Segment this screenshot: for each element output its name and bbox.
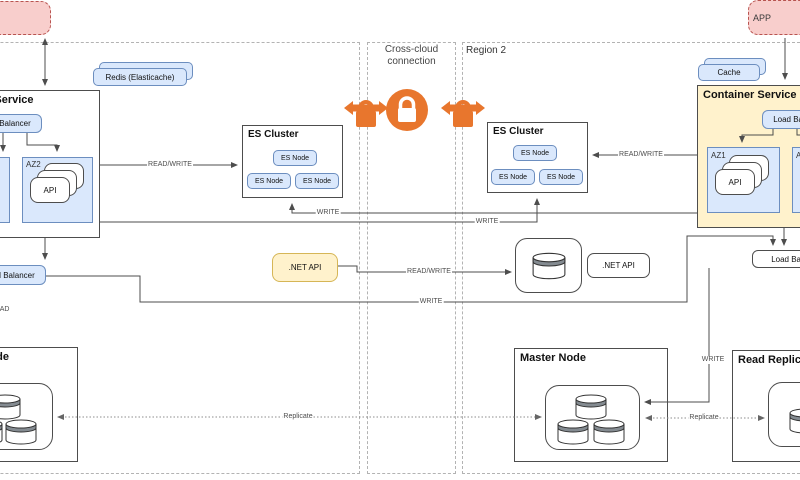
edge-label-write: WRITE <box>315 209 341 217</box>
edge-label-read: READ <box>0 306 11 314</box>
app-label: APP <box>753 12 772 23</box>
az1-zone-left <box>0 157 10 223</box>
database-icon <box>0 421 3 443</box>
vpn-lock-icon <box>441 100 485 127</box>
es-node: ES Node <box>491 169 535 185</box>
secure-lock-icon <box>386 89 428 131</box>
az2-left-label: AZ2 <box>26 160 41 169</box>
dotnet-api-left: .NET API <box>272 253 338 282</box>
edge-label-read-write: READ/WRITE <box>147 161 193 169</box>
es-node: ES Node <box>295 173 339 189</box>
container-service-left-title: Container Service <box>0 94 34 106</box>
db-load-balancer-left: Load Balancer <box>0 265 46 285</box>
az2-zone-right <box>792 147 800 213</box>
es-node: ES Node <box>539 169 583 185</box>
region-2-label: Region 2 <box>466 45 507 56</box>
database-icon <box>789 408 800 434</box>
dotnet-api-right: .NET API <box>587 253 650 278</box>
edge-label-write: WRITE <box>418 298 444 306</box>
master-node-left-title: Master Node <box>0 351 10 363</box>
edge-label-read-write: READ/WRITE <box>618 151 664 159</box>
database-icon <box>593 419 625 445</box>
container-service-right-title: Container Service <box>703 89 797 101</box>
api-label: API <box>715 169 755 195</box>
database-icon <box>575 394 607 420</box>
api-stack-left: API <box>30 163 84 203</box>
database-icon <box>0 394 21 420</box>
edge-label-write: WRITE <box>700 356 726 364</box>
database-icon <box>532 252 566 280</box>
load-balancer-right-app: Load Balancer <box>762 110 800 129</box>
app-box-right: APP <box>748 0 800 35</box>
api-stack-right: API <box>715 155 769 195</box>
redis-label: Redis (Elasticache) <box>93 68 187 86</box>
edge-label-write: WRITE <box>474 218 500 226</box>
edge-label-replicate: Replicate <box>282 413 314 421</box>
es-cluster-right-title: ES Cluster <box>493 126 544 137</box>
cache-label: Cache <box>698 64 760 81</box>
db-load-balancer-right: Load Balancer <box>752 250 800 268</box>
database-icon <box>557 419 589 445</box>
vpn-lock-icon <box>344 100 388 127</box>
az1-right-label: AZ1 <box>711 151 726 160</box>
es-node: ES Node <box>247 173 291 189</box>
app-box-left <box>0 1 51 35</box>
edge-label-replicate: Replicate <box>688 414 720 422</box>
database-icon <box>5 419 37 445</box>
redis-elasticache-box: Redis (Elasticache) <box>93 62 193 86</box>
es-node: ES Node <box>513 145 557 161</box>
read-replica-title: Read Replica <box>738 354 800 366</box>
es-node: ES Node <box>273 150 317 166</box>
api-label: API <box>30 177 70 203</box>
cross-cloud-label: Cross-cloud connection <box>384 44 439 67</box>
az2-right-label: AZ2 <box>796 151 800 160</box>
es-cluster-left-title: ES Cluster <box>248 129 299 140</box>
load-balancer-left-app: Load Balancer <box>0 114 42 133</box>
cache-box: Cache <box>698 58 766 81</box>
master-node-right-title: Master Node <box>520 352 587 364</box>
edge-label-read-write: READ/WRITE <box>406 268 452 276</box>
